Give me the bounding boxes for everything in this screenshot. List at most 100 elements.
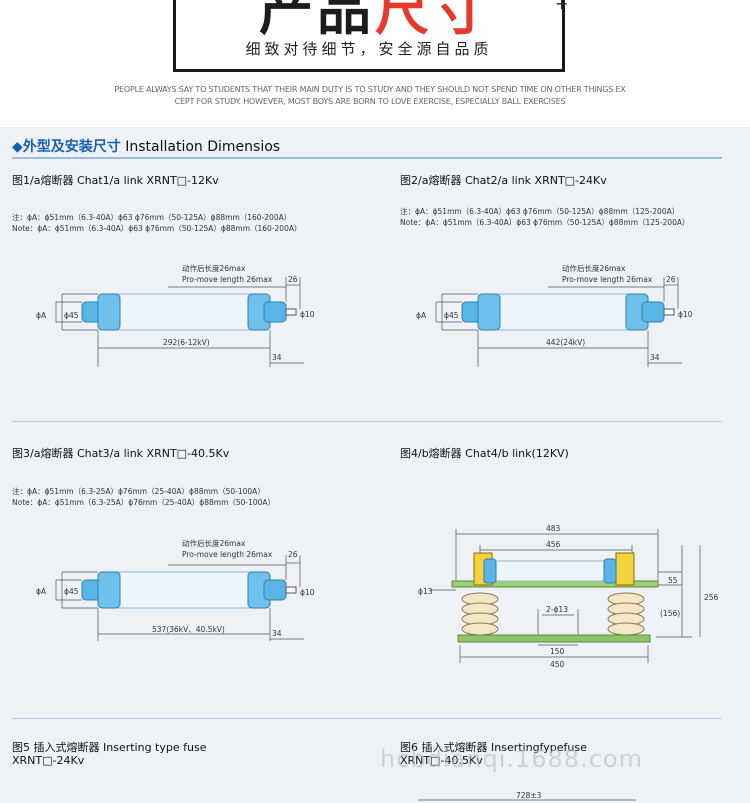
fig4-insulator-left — [461, 592, 499, 636]
fig1-fuse — [81, 293, 297, 331]
fig1-drawing: 动作后长度26max Pro-move length 26max 26 ϕA ϕ… — [36, 263, 315, 367]
fig2-label-cn: 动作后长度26max — [562, 263, 626, 273]
fig2-dim-10: ϕ10 — [678, 310, 693, 319]
english-paragraph: PEOPLE ALWAYS SAY TO STUDENTS THAT THEIR… — [110, 84, 630, 108]
fig2-note-en: Note：ϕA：ϕ51mm（6.3-40A）ϕ63 ϕ76mm（50-125A）… — [400, 218, 690, 227]
page-title: 产品尺寸 — [0, 0, 750, 45]
fig4-dim-lines — [430, 529, 701, 663]
fig4-dim-256: 256 — [704, 593, 719, 602]
watermark: hcbdianqi.1688.com — [380, 745, 643, 773]
section-title: ◆外型及安装尺寸 Installation Dimensios — [12, 136, 280, 156]
slogan: 细致对待细节，安全源自品质 — [245, 40, 493, 58]
fig2-dim-lines — [435, 277, 682, 367]
fig5-title: 图5 插入式熔断器 Inserting type fuse — [12, 741, 207, 754]
plus-mark: + — [555, 0, 569, 13]
fig3-fuse — [81, 571, 297, 609]
fig3-dim-phiA: ϕA — [36, 587, 47, 596]
fig3-label-cn: 动作后长度26max — [182, 538, 246, 548]
fig1-note: 注：ϕA：ϕ51mm（6.3-40A）ϕ63 ϕ76mm（50-125A）ϕ88… — [12, 212, 302, 234]
fig6-subtitle: XRNT□-40.5Kv — [400, 754, 483, 767]
fig2-note: 注：ϕA：ϕ51mm（6.3-40A）ϕ63 ϕ76mm（50-125A）ϕ88… — [400, 206, 690, 228]
fig3-dim-length: 537(36kV、40.5kV) — [152, 625, 225, 634]
fig3-drawing: 动作后长度26max Pro-move length 26max 26 ϕA ϕ… — [36, 538, 315, 641]
fig4-fuse-cap-right — [603, 558, 617, 584]
fig6-dim-728: 728±3 — [516, 791, 542, 800]
fig3-note-en: Note：ϕA：ϕ51mm（6.3-25A）ϕ76mm（25-40A）ϕ88mm… — [12, 498, 276, 507]
fig3-note: 注：ϕA：ϕ51mm（6.3-25A）ϕ76mm（25-40A）ϕ88mm（50… — [12, 486, 275, 508]
fuse-right-end — [263, 579, 287, 601]
fig4-drawing: 483 456 ϕ13 55 256 (156) 2-ϕ13 150 450 — [418, 524, 719, 669]
english-line-1: PEOPLE ALWAYS SAY TO STUDENTS THAT THEIR… — [114, 85, 626, 94]
fig2-dim-phiA: ϕA — [416, 311, 427, 320]
fig1-dim-phiA: ϕA — [36, 311, 47, 320]
fig4-title: 图4/b熔断器 Chat4/b link(12KV) — [400, 447, 569, 460]
header-frame — [173, 0, 565, 72]
fig4-dim-150: 150 — [550, 647, 565, 656]
fig4-clip-right — [615, 552, 635, 586]
fig4-dim-450: 450 — [550, 660, 565, 669]
fig5-subtitle: XRNT□-24Kv — [12, 754, 85, 767]
fig4-base-plate — [457, 634, 651, 643]
fig4-dim-13: ϕ13 — [418, 587, 433, 596]
fig2-dim-26: 26 — [666, 275, 676, 284]
fig1-dim-10: ϕ10 — [300, 310, 315, 319]
page-title-black: 产品 — [259, 0, 375, 42]
fuse-left-cap — [97, 293, 121, 331]
fig2-dim-45: ϕ45 — [444, 311, 459, 320]
fuse-pin — [285, 308, 297, 316]
fuse-right-end — [263, 301, 287, 323]
fig2-note-cn: 注：ϕA：ϕ51mm（6.3-40A）ϕ63 ϕ76mm（50-125A）ϕ88… — [400, 207, 680, 216]
section-title-cn: 外型及安装尺寸 — [22, 139, 121, 155]
fig2-title: 图2/a熔断器 Chat2/a link XRNT□-24Kv — [400, 174, 607, 187]
fig1-note-cn: 注：ϕA：ϕ51mm（6.3-40A）ϕ63 ϕ76mm（50-125A）ϕ88… — [12, 213, 292, 222]
fig4-dim-456: 456 — [546, 540, 561, 549]
fig3-label-en: Pro-move length 26max — [182, 550, 273, 559]
diamond-icon: ◆ — [12, 139, 23, 155]
row-divider-1 — [12, 421, 722, 422]
fig1-note-en: Note：ϕA：ϕ51mm（6.3-40A）ϕ63 ϕ76mm（50-125A）… — [12, 224, 302, 233]
fuse-body — [497, 293, 629, 331]
fig3-dim-lines — [55, 555, 304, 641]
fig6-drawing: 728±3 — [418, 791, 636, 801]
fig1-label-cn: 动作后长度26max — [182, 263, 246, 273]
fuse-right-end — [641, 301, 665, 323]
fig2-label-en: Pro-move length 26max — [562, 275, 653, 284]
fig1-dim-45: ϕ45 — [64, 311, 79, 320]
fig1-dim-34: 34 — [272, 353, 282, 362]
fig4-dim-2-13: 2-ϕ13 — [546, 605, 568, 614]
fig1-dim-26: 26 — [288, 275, 298, 284]
fig2-dim-34: 34 — [650, 353, 660, 362]
fig4-fuse-body — [491, 560, 605, 582]
fig4-insulator-right — [607, 592, 645, 636]
fig1-label-en: Pro-move length 26max — [182, 275, 273, 284]
fig2-drawing: 动作后长度26max Pro-move length 26max 26 ϕA ϕ… — [416, 263, 693, 367]
row-divider-2 — [12, 718, 722, 719]
fig1-title: 图1/a熔断器 Chat1/a link XRNT□-12Kv — [12, 174, 219, 187]
fuse-pin — [285, 586, 297, 594]
fuse-left-cap — [477, 293, 501, 331]
fig2-fuse — [461, 293, 675, 331]
fig3-dim-45: ϕ45 — [64, 587, 79, 596]
fuse-body — [117, 293, 251, 331]
fig3-dim-10: ϕ10 — [300, 588, 315, 597]
fig2-dim-length: 442(24kV) — [546, 338, 585, 347]
fig4-dim-55: 55 — [668, 576, 678, 585]
english-line-2: CEPT FOR STUDY. HOWEVER, MOST BOYS ARE B… — [174, 97, 566, 106]
section-divider — [12, 157, 722, 159]
fig3-title: 图3/a熔断器 Chat3/a link XRNT□-40.5Kv — [12, 447, 230, 460]
section-title-en: Installation Dimensios — [125, 139, 281, 155]
fig1-dim-length: 292(6-12kV) — [163, 338, 210, 347]
fig6-title: 图6 插入式熔断器 Insertingfypefuse — [400, 741, 587, 754]
fuse-pin — [663, 308, 675, 316]
fig4-dim-156: (156) — [660, 609, 680, 618]
fig3-dim-26: 26 — [288, 550, 298, 559]
fig3-dim-34: 34 — [272, 629, 282, 638]
dimensions-panel — [0, 127, 750, 803]
fig4-fuse-cap-left — [483, 558, 497, 584]
fig3-note-cn: 注：ϕA：ϕ51mm（6.3-25A）ϕ76mm（25-40A）ϕ88mm（50… — [12, 487, 265, 496]
fuse-body — [117, 571, 251, 609]
page-title-red: 尺寸 — [375, 0, 491, 42]
fuse-left-cap — [97, 571, 121, 609]
fig4-dim-483: 483 — [546, 524, 561, 533]
fig1-dim-lines — [55, 277, 304, 367]
